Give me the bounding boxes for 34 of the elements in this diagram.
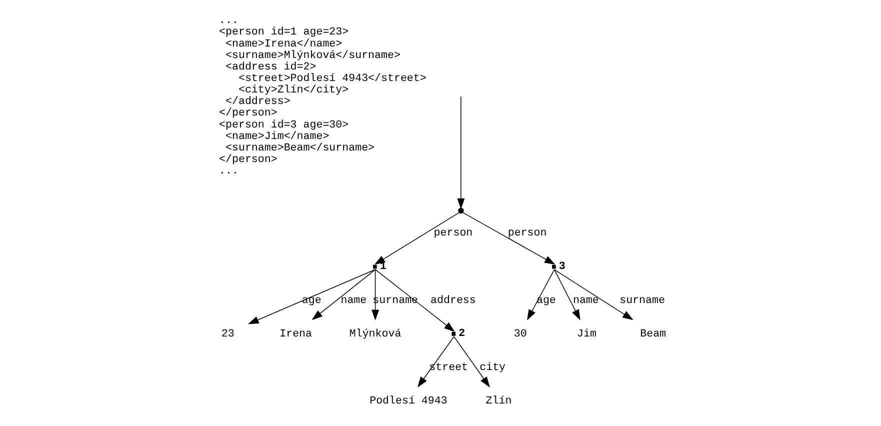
node-text: Zlín <box>486 396 512 408</box>
label: ... <box>219 15 238 28</box>
node-text: Podlesí 4943 <box>370 396 448 408</box>
edge-label: person <box>434 228 473 240</box>
edge-label: age <box>536 294 556 307</box>
edge-label: age <box>302 294 322 307</box>
label: <street>Podlesí 4943</street> <box>238 73 426 86</box>
label: <name>Jim</name> <box>226 130 330 143</box>
edge-label: city <box>480 362 506 374</box>
label: <surname>Beam</surname> <box>226 142 375 154</box>
node-text: Irena <box>280 328 312 340</box>
label: <name>Irena</name> <box>226 38 342 50</box>
edge-label: person <box>508 228 547 240</box>
label: <person id=3 age=30> <box>219 119 349 132</box>
node-label: 3 <box>558 260 566 273</box>
node-text: Mlýnková <box>349 328 402 340</box>
label: <surname>Mlýnková</surname> <box>226 50 400 62</box>
edge-label: name <box>340 294 367 307</box>
node-label: 1 <box>380 260 386 273</box>
node-text: Beam <box>640 328 666 340</box>
label: ... <box>219 166 238 178</box>
node-text: 30 <box>514 328 527 340</box>
label: <person id=1 age=23> <box>219 26 349 39</box>
label: <city>Zlín</city> <box>238 84 349 97</box>
node-label: 2 <box>458 328 466 340</box>
edge-label: name <box>572 294 599 307</box>
label: </person> <box>219 154 278 166</box>
node-text: Jim <box>576 328 596 340</box>
edge-label: surname <box>620 294 665 307</box>
node-text: 23 <box>221 328 234 340</box>
label: </person> <box>219 108 278 120</box>
label: </address> <box>226 96 290 108</box>
edge-label: address <box>430 294 476 307</box>
label: <address id=2> <box>226 61 316 74</box>
